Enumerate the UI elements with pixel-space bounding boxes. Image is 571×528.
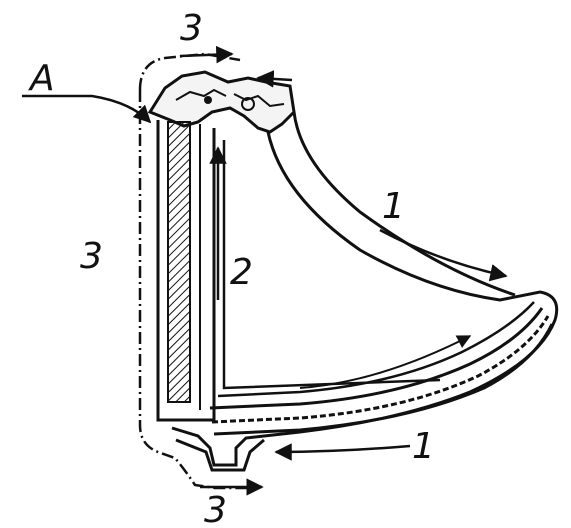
bottom-member-band-4: [217, 301, 535, 398]
label-1-lower: 1: [412, 426, 435, 467]
label-2: 2: [230, 252, 253, 293]
head-bolt-2: [204, 96, 212, 104]
bottom-member-band-2: [211, 315, 550, 424]
bottom-member-band-3: [213, 323, 554, 436]
bottom-gate: [175, 438, 265, 472]
inner-cavity-outline: [222, 140, 441, 390]
bottom-member-band-1: [209, 307, 544, 410]
vertical-member-hatch: [167, 121, 191, 403]
curved-flange-inner: [292, 111, 516, 297]
label-1-upper: 1: [382, 186, 405, 227]
label-3-bottom: 3: [204, 490, 227, 528]
label-a: A: [28, 58, 55, 99]
label-a-leader: [22, 94, 152, 124]
label-3-left: 3: [80, 236, 103, 277]
head-bolt-1: [241, 97, 255, 111]
flow-arrow-inner: [299, 335, 472, 389]
head-detail: [175, 88, 285, 108]
vertical-member: [156, 120, 216, 422]
flow-arrow-3-top: [179, 45, 234, 64]
flow-arrow-1-upper: [379, 228, 508, 282]
curved-flange-outer: [171, 131, 559, 467]
outer-flow-contour: [138, 52, 250, 490]
flow-arrow-1-lower: [274, 443, 411, 461]
label-3-top: 3: [180, 8, 203, 49]
flow-arrow-head-return: [256, 70, 293, 88]
